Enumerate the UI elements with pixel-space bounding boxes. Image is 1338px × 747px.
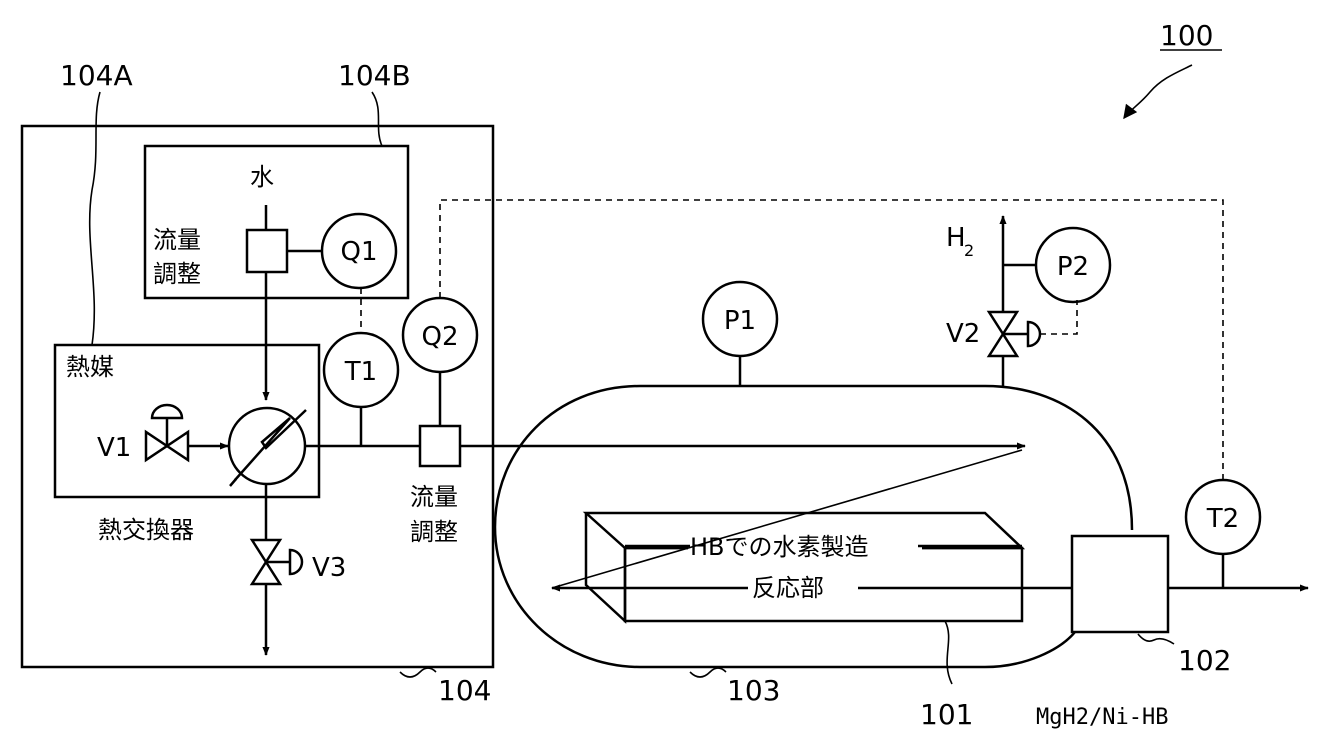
svg-text:104: 104 (438, 674, 491, 707)
unit-102 (1072, 536, 1168, 632)
water-label: 水 (250, 163, 274, 191)
instrument-p2-label: P2 (1057, 252, 1089, 282)
svg-text:103: 103 (727, 674, 780, 707)
svg-text:101: 101 (920, 698, 973, 731)
heat-exchanger-label: 熱交換器 (98, 516, 194, 544)
instrument-p1-label: P1 (724, 306, 756, 336)
vessel-label: 103 (690, 668, 780, 707)
svg-text:2: 2 (964, 241, 974, 260)
reactor-label-line1: HBでの水素製造 (690, 533, 869, 561)
h2-label: H 2 (946, 223, 974, 260)
flow-adjust-1-line2: 調整 (153, 260, 201, 288)
valve-v3-label: V3 (312, 553, 346, 583)
water-section-label: 104B (338, 59, 411, 146)
svg-text:104B: 104B (338, 59, 411, 92)
instrument-t1-label: T1 (344, 357, 377, 387)
system-label: 100 (1124, 19, 1222, 118)
valve-v1 (146, 405, 228, 460)
instrument-q2-label: Q2 (421, 322, 458, 352)
flow-adjust-2-line2: 調整 (410, 518, 458, 546)
valve-v3 (252, 540, 302, 584)
reactor-unit-label: 101 (920, 621, 973, 731)
valve-v1-label: V1 (97, 433, 131, 463)
svg-text:H: H (946, 223, 966, 253)
flow-adjust-2-line1: 流量 (410, 483, 458, 511)
unit-102-label: 102 (1138, 634, 1231, 677)
flow-regulator-2 (420, 426, 460, 466)
reactor-label-line2: 反応部 (752, 574, 824, 602)
reactor-vessel (495, 386, 1132, 667)
heat-medium-section-label: 104A (60, 59, 133, 345)
valve-v2 (989, 312, 1040, 356)
svg-text:100: 100 (1160, 19, 1213, 52)
instrument-q1-label: Q1 (340, 237, 377, 267)
svg-text:102: 102 (1178, 644, 1231, 677)
heat-medium-label: 熱媒 (66, 353, 114, 381)
heat-system-box (22, 126, 493, 667)
valve-v2-label: V2 (946, 319, 980, 349)
material-label: MgH2/Ni-HB (1036, 705, 1168, 730)
flow-adjust-1-line1: 流量 (153, 226, 201, 254)
heat-system-label: 104 (400, 668, 491, 707)
flow-regulator-1 (247, 230, 287, 272)
svg-text:104A: 104A (60, 59, 133, 92)
instrument-t2-label: T2 (1206, 504, 1239, 534)
heat-exchanger (229, 408, 306, 486)
